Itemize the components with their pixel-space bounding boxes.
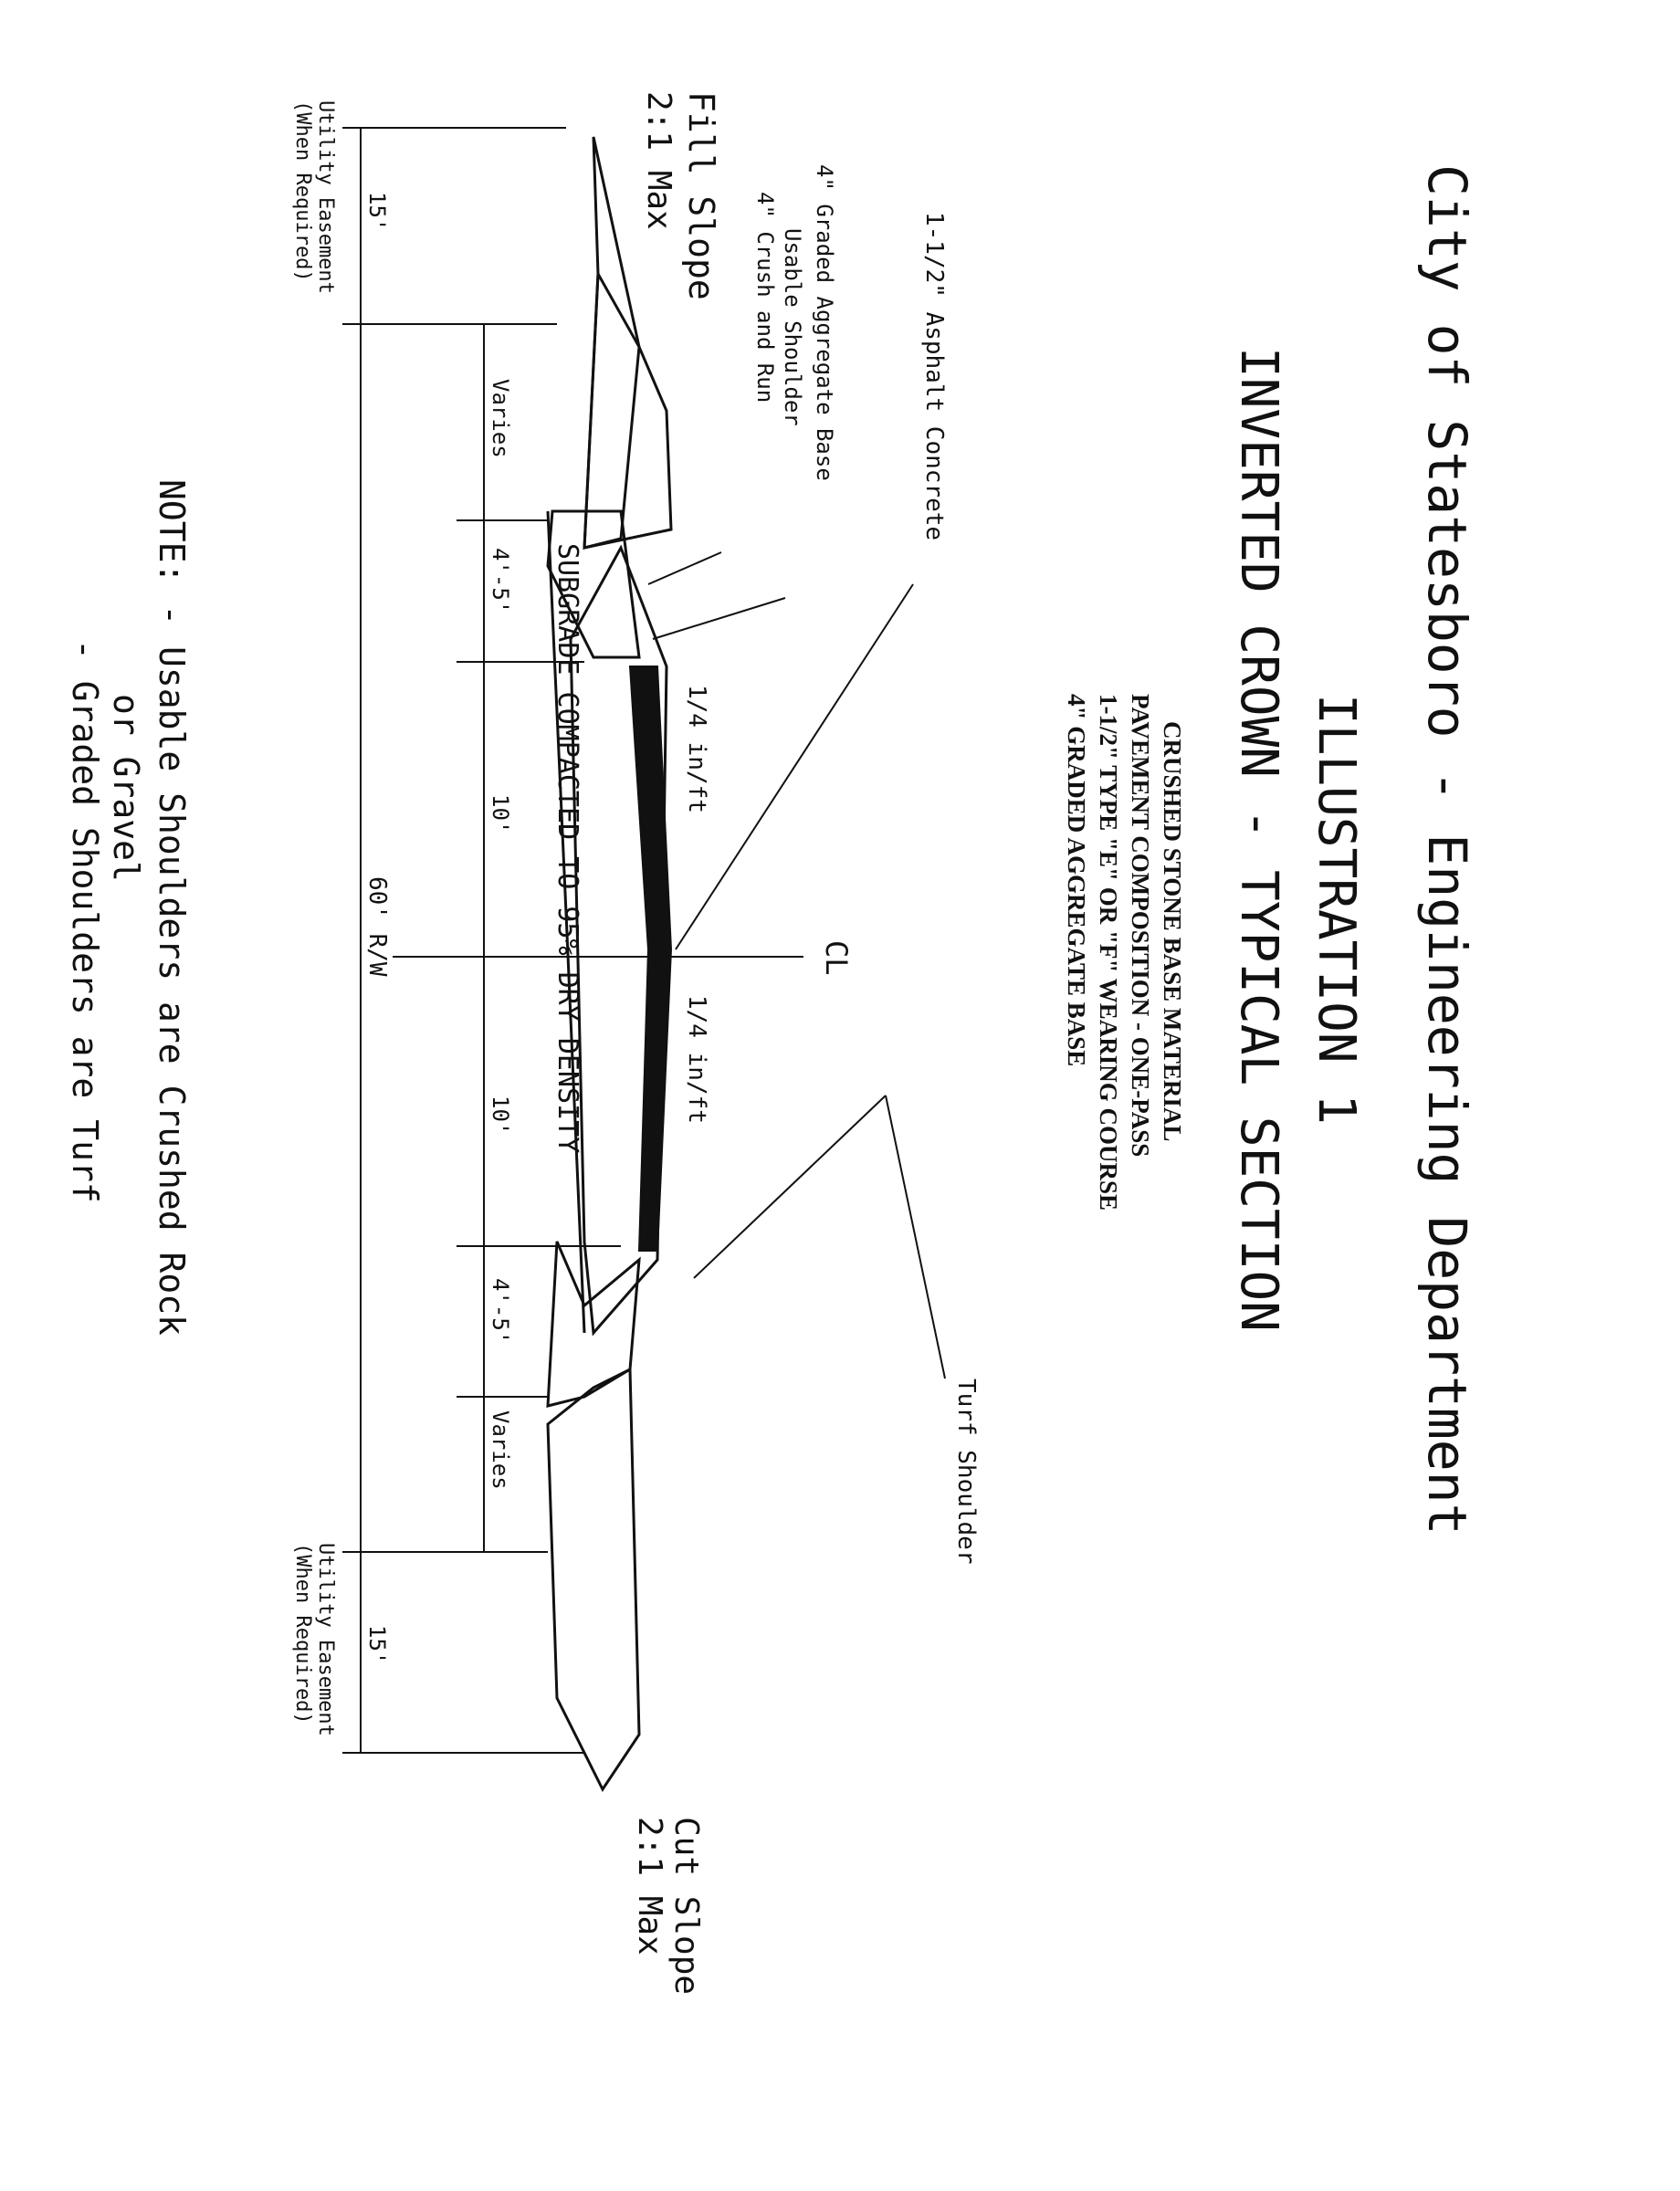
note-line-2: or Gravel <box>106 694 146 882</box>
note-line-1: NOTE: - Usable Shoulders are Crushed Roc… <box>152 479 192 1336</box>
cut-slope-turf <box>546 1367 641 1792</box>
utility-left-line-2: (When Required) <box>291 100 314 282</box>
layer-labels: 1-1/2" Asphalt Concrete 4" Graded Aggreg… <box>551 91 980 1995</box>
asphalt-concrete-layer <box>628 666 673 1252</box>
composition-line-3: 1-1/2" TYPE "E" OR "F" WEARING COURSE <box>1095 694 1122 1211</box>
utility-right-line-2: (When Required) <box>291 1543 314 1724</box>
turf-shoulder-label: Turf Shoulder <box>952 1379 980 1565</box>
graded-base-label: 4" Graded Aggregate Base <box>812 164 837 481</box>
fill-slope-turf <box>583 136 641 550</box>
title-line-3: INVERTED CROWN - TYPICAL SECTION <box>1229 347 1288 1332</box>
dim-row: 60' R/W <box>363 876 391 977</box>
dimension-lines <box>342 127 621 1754</box>
title-line-2: ILLUSTRATION 1 <box>1307 694 1366 1125</box>
dim-shoulder-right: 4'-5' <box>488 1278 513 1344</box>
dim-lane-right: 10' <box>488 1096 513 1135</box>
slope-right-label: 1/4 in/ft <box>683 995 710 1124</box>
aggregate-base <box>569 544 668 1337</box>
dim-varies-right: Varies <box>488 1410 513 1490</box>
slope-left-label: 1/4 in/ft <box>683 685 710 813</box>
title-block: City of Statesboro - Engineering Departm… <box>1229 164 1478 1536</box>
dim-easement-right: 15' <box>364 1625 390 1664</box>
crush-run-label: 4" Crush and Run <box>752 192 778 403</box>
dim-easement-left: 15' <box>364 192 390 231</box>
dimension-labels: 15' Varies 4'-5' 10' 10' 4'-5' Varies 15… <box>291 100 513 1736</box>
title-line-1: City of Statesboro - Engineering Departm… <box>1416 164 1478 1536</box>
dim-lane-left: 10' <box>488 794 513 833</box>
fill-slope-turf-lower <box>583 268 673 550</box>
subgrade-outline <box>546 510 586 1334</box>
asphalt-label: 1-1/2" Asphalt Concrete <box>920 212 948 540</box>
cut-slope-label: Cut Slope <box>667 1817 705 1995</box>
subgrade-label: SUBGRADE COMPACTED TO 95% DRY DENSITY <box>551 543 583 1153</box>
composition-line-2: PAVEMENT COMPOSITION - ONE-PASS <box>1127 694 1154 1157</box>
fill-slope-label: Fill Slope <box>681 91 721 300</box>
fill-slope-max-label: 2:1 Max <box>640 91 677 230</box>
cut-slope-max-label: 2:1 Max <box>631 1817 668 1955</box>
note-line-3: - Graded Shoulders are Turf <box>65 639 105 1203</box>
centerline-label: CL <box>819 940 854 976</box>
usable-shoulder-label: Usable Shoulder <box>780 228 805 426</box>
notes-block: NOTE: - Usable Shoulders are Crushed Roc… <box>65 479 192 1336</box>
dim-shoulder-left: 4'-5' <box>488 548 513 613</box>
utility-right-line-1: Utility Easement <box>314 1543 337 1736</box>
leader-lines <box>647 551 946 1379</box>
composition-block: CRUSHED STONE BASE MATERIAL PAVEMENT COM… <box>1063 694 1186 1211</box>
composition-line-1: CRUSHED STONE BASE MATERIAL <box>1159 721 1186 1141</box>
composition-line-4: 4" GRADED AGGREGATE BASE <box>1063 694 1090 1066</box>
utility-left-line-1: Utility Easement <box>314 100 337 294</box>
dim-varies-left: Varies <box>488 379 513 458</box>
